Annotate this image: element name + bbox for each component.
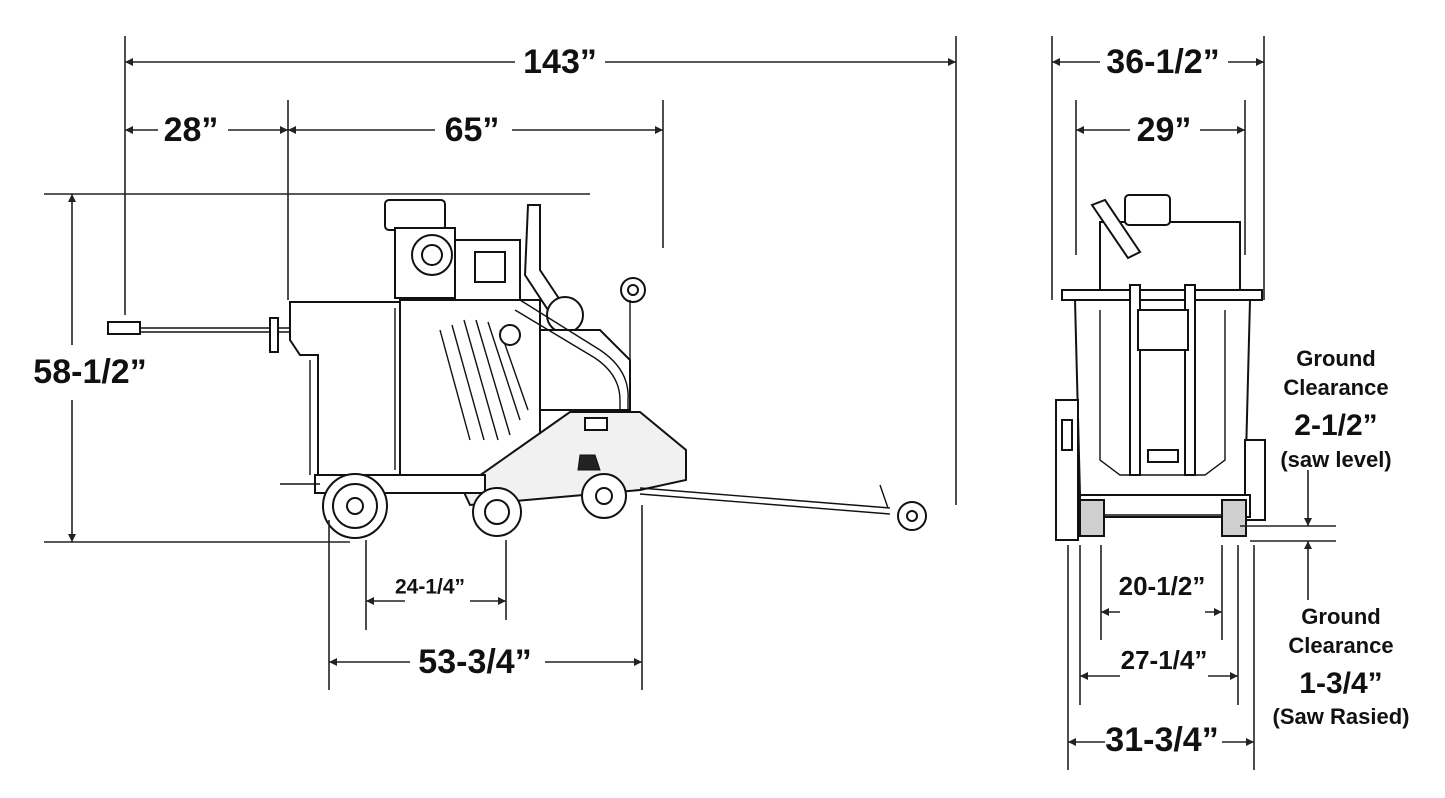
exhaust-pipe [523, 204, 562, 312]
gc-level-value: 2-1/2” [1294, 409, 1377, 442]
dim-axle-to-blade: 24-1/4” [395, 576, 465, 599]
gc-level-line1: Ground [1296, 346, 1375, 371]
dim-height: 58-1/2” [33, 353, 146, 391]
dim-body-width: 29” [1137, 111, 1192, 149]
front-exhaust [1090, 198, 1142, 260]
front-view-machine [1055, 194, 1266, 541]
gc-level-condition: (saw level) [1280, 447, 1391, 472]
rear-handle-grip [107, 321, 141, 335]
air-filter [384, 199, 446, 231]
gc-raised-condition: (Saw Rasied) [1273, 704, 1410, 729]
front-right-wheel [1221, 499, 1247, 537]
side-view-machine [107, 199, 927, 539]
gc-raised-line1: Ground [1301, 604, 1380, 629]
ground-clearance-raised-note: Ground Clearance 1-3/4” (Saw Rasied) [1273, 604, 1410, 729]
dim-outer-width: 31-3/4” [1105, 721, 1218, 759]
gc-raised-value: 1-3/4” [1299, 667, 1382, 700]
front-dimensions: 36-1/2” 29” 20-1/2” 27-1/4” 31-3/4” [1051, 36, 1336, 770]
dim-body-length: 65” [445, 111, 500, 149]
dim-wheelbase: 53-3/4” [418, 643, 531, 681]
dim-overall-length: 143” [523, 43, 597, 81]
rear-body-housing [289, 301, 401, 476]
front-left-wheel [1079, 499, 1105, 537]
dim-inner-track: 20-1/2” [1119, 571, 1206, 601]
gc-raised-line2: Clearance [1288, 633, 1393, 658]
dim-track: 27-1/4” [1121, 645, 1208, 675]
dim-overall-width: 36-1/2” [1106, 43, 1219, 81]
gc-level-line2: Clearance [1283, 375, 1388, 400]
side-dimensions: 143” 28” 65” 58-1/2” 24-1/4” 53-3/4” [33, 36, 957, 690]
ground-clearance-level-note: Ground Clearance 2-1/2” (saw level) [1280, 346, 1391, 472]
dim-rear-overhang: 28” [164, 111, 219, 149]
